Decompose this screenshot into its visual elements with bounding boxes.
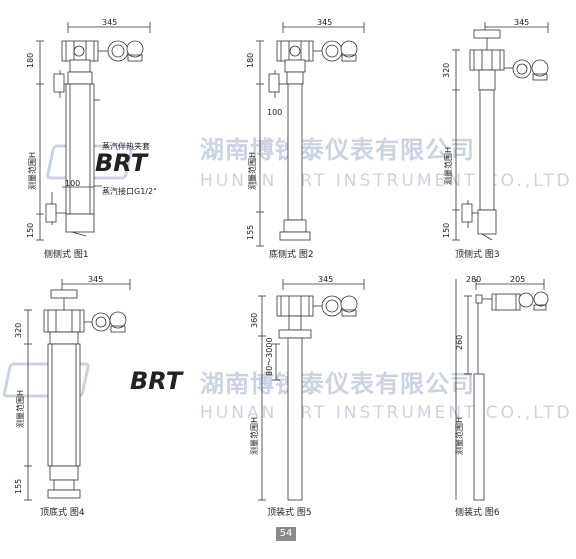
figure-5-labels: 345 360 80～3000 测量范围H 顶装式 图5 <box>249 275 333 518</box>
fig4-caption: 顶底式 图4 <box>40 506 85 518</box>
watermark-company-cn-1: 湖南博锐泰仪表有限公司 <box>200 136 475 164</box>
fig6-dim-top: 260 <box>455 335 464 350</box>
fig4-dim-bottom: 155 <box>14 479 23 494</box>
figure-3-labels: 345 320 测量范围H 150 顶侧式 图3 <box>442 18 529 260</box>
fig1-caption: 侧侧式 图1 <box>44 248 89 260</box>
fig5-dim-range: 测量范围H <box>249 417 259 455</box>
figure-3 <box>452 22 549 241</box>
fig2-dim-width: 345 <box>317 18 332 27</box>
page-number: 54 <box>276 527 296 541</box>
brt-logo-text-2: BRT <box>130 367 184 395</box>
fig2-dim-top: 180 <box>246 53 255 68</box>
fig1-dim-range: 测量范围H <box>27 152 37 190</box>
figure-2 <box>256 22 365 247</box>
fig2-caption: 底侧式 图2 <box>269 248 314 260</box>
fig3-caption: 顶侧式 图3 <box>455 248 500 260</box>
fig1-note-steam-port: 蒸汽接口G1/2" <box>102 186 157 196</box>
figure-1 <box>36 22 151 241</box>
fig5-caption: 顶装式 图5 <box>267 506 312 518</box>
fig6-dim-range: 测量范围H <box>454 417 464 455</box>
fig5-dim-top: 360 <box>250 313 259 328</box>
figure-6-labels: 280 205 260 测量范围H 侧装式 图6 <box>454 275 525 518</box>
fig1-note-jacket: 蒸汽伴热夹套 <box>102 141 150 151</box>
fig3-dim-bottom: 150 <box>442 223 451 238</box>
fig5-dim-insert: 80～3000 <box>265 337 274 376</box>
fig4-dim-range: 测量范围H <box>15 390 25 428</box>
fig4-dim-width: 345 <box>88 275 103 284</box>
figure-5 <box>258 279 365 501</box>
brt-logo-2: BRT <box>2 362 184 398</box>
fig3-dim-range: 测量范围H <box>443 147 453 185</box>
fig2-dim-range: 测量范围H <box>247 152 257 190</box>
fig3-dim-width: 345 <box>514 18 529 27</box>
figure-6 <box>455 279 549 501</box>
fig6-dim-width-b: 205 <box>510 275 525 284</box>
fig2-dim-bottom: 155 <box>246 225 255 240</box>
fig1-dim-offset: 100 <box>65 179 80 188</box>
fig3-dim-top: 320 <box>442 63 451 78</box>
figure-2-labels: 345 180 100 测量范围H 155 底侧式 图2 <box>246 18 332 260</box>
watermark-company-cn-2: 湖南博锐泰仪表有限公司 <box>200 370 475 398</box>
fig4-dim-top: 320 <box>14 323 23 338</box>
fig6-caption: 侧装式 图6 <box>455 506 500 518</box>
fig1-dim-width: 345 <box>102 18 117 27</box>
fig5-dim-width: 345 <box>318 275 333 284</box>
brt-logo-text-1: BRT <box>95 149 149 177</box>
fig2-dim-offset: 100 <box>267 108 282 117</box>
fig6-dim-width-a: 280 <box>466 275 481 284</box>
fig1-dim-bottom: 150 <box>26 223 35 238</box>
figure-1-labels: 345 180 100 测量范围H 150 蒸汽伴热夹套 蒸汽接口G1/2" 侧… <box>26 18 157 260</box>
fig1-dim-top: 180 <box>26 53 35 68</box>
figure-4 <box>24 279 131 501</box>
figure-4-labels: 345 320 测量范围H 155 顶底式 图4 <box>14 275 103 518</box>
